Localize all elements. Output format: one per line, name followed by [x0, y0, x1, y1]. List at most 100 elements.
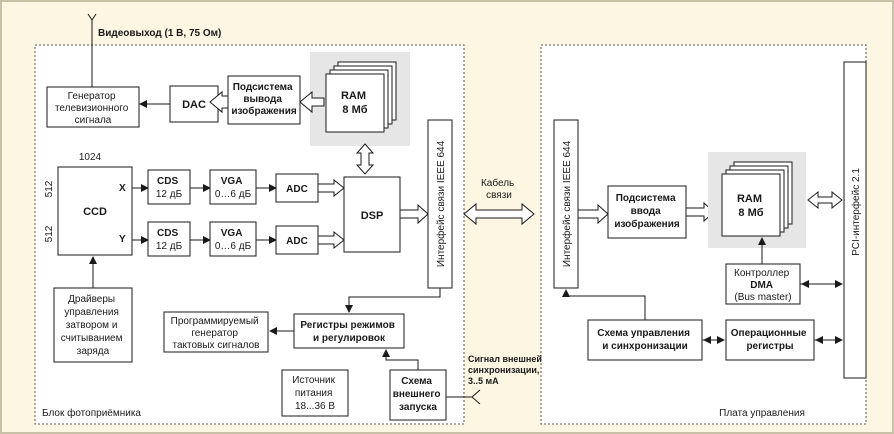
dma-line2: DMA — [750, 280, 773, 291]
svg-text:Драйверы управления за: Драйверы управления затвором и считывани… — [61, 294, 126, 357]
port-y-label: Y — [119, 234, 126, 245]
ccd-height-top: 512 — [44, 180, 55, 197]
port-x-label: X — [119, 183, 126, 194]
hollow-arrow-adc-dsp-bottom — [317, 230, 345, 250]
svg-text:Источник питания 18...: Источник питания 18...36 В — [292, 375, 337, 412]
hollow-arrow-ram-to-subsys — [299, 90, 325, 114]
drivers-line1: Драйверы — [68, 294, 115, 305]
dsp-box — [343, 176, 401, 253]
cable-line1: Кабель — [481, 177, 514, 189]
op-regs-box — [725, 319, 815, 361]
ext-start-box — [389, 369, 447, 421]
cds-bottom-label: CDS — [157, 228, 178, 239]
arrow-controlsync-ieee — [562, 289, 646, 320]
power-line2: питания — [295, 388, 333, 399]
prog-gen-box — [163, 311, 269, 353]
hollow-arrow-adc-dsp-top — [317, 178, 345, 198]
svg-text:Кабель связи: Кабель связи — [481, 177, 517, 201]
subsys-out-line3: изображения — [231, 105, 297, 117]
ext-start-line1: Схема — [401, 376, 432, 387]
svg-text:Регистры режимов и регулир: Регистры режимов и регулировок — [300, 320, 397, 344]
svg-text:Генератор телевизионного: Генератор телевизионного сигнала — [55, 91, 131, 126]
subsys-out-box — [227, 75, 301, 125]
regs-modes-line2: и регулировок — [313, 333, 386, 344]
svg-text:Сигнал внешней синхронизац: Сигнал внешней синхронизации, 3..5 мА — [468, 354, 544, 386]
svg-text:Схема внешнего запуска: Схема внешнего запуска — [393, 376, 444, 413]
tv-generator-line2: телевизионного — [55, 103, 129, 114]
control-board-label: Плата управления — [719, 408, 805, 419]
dac-label: DAC — [182, 99, 206, 111]
prog-gen-line3: тактовых сигналов — [173, 340, 260, 351]
pci-box — [843, 61, 867, 379]
adc-bottom-label: ADC — [286, 236, 308, 247]
tv-generator-line1: Генератор — [68, 91, 116, 102]
control-board-frame — [540, 44, 867, 425]
ext-sync-connector-icon — [446, 389, 481, 405]
arrow-extstart-regs — [382, 349, 419, 370]
drivers-line3: затвором и — [66, 320, 118, 331]
hollow-arrow-cable — [463, 202, 535, 226]
hollow-arrow-subsys-to-dac — [209, 90, 229, 114]
control-sync-line1: Схема управления — [597, 328, 690, 339]
regs-modes-line1: Регистры режимов — [300, 320, 394, 331]
svg-text:RAM 8 Мб: RAM 8 Мб — [737, 193, 765, 219]
dma-line3: (Bus master) — [734, 292, 791, 303]
vga-bottom-box — [209, 221, 257, 257]
ccd-width-label: 1024 — [79, 152, 102, 163]
antenna-icon — [87, 13, 97, 87]
vga-top-box — [209, 169, 257, 205]
cds-bottom-gain: 12 дБ — [156, 241, 183, 252]
ext-start-line2: внешнего — [393, 389, 441, 400]
dac-box — [169, 85, 219, 123]
tv-generator-line3: сигнала — [75, 115, 112, 126]
drivers-box — [53, 287, 133, 363]
ieee-right-label: Интерфейс связи IEEE 644 — [561, 140, 573, 267]
vga-top-label: VGA — [221, 176, 243, 187]
camera-block-label: Блок фотоприёмника — [42, 407, 141, 419]
prog-gen-line2: генератор — [191, 328, 238, 339]
cds-top-label: CDS — [157, 176, 178, 187]
ccd-height-bottom: 512 — [44, 225, 55, 242]
power-line3: 18...36 В — [295, 401, 335, 412]
ram-left-size: 8 Мб — [342, 104, 367, 116]
ccd-label: CCD — [83, 206, 107, 218]
vga-bottom-label: VGA — [221, 228, 243, 239]
dma-box — [725, 263, 801, 305]
ram-left-card-front — [325, 73, 385, 133]
svg-text:Операционные регистры: Операционные регистры — [731, 328, 809, 352]
arrow-ieee-regs — [345, 288, 441, 313]
dsp-label: DSP — [361, 210, 384, 222]
subsys-out-line2: вывода — [243, 94, 282, 105]
vga-top-gain: 0…6 дБ — [215, 189, 252, 200]
tv-generator-box — [46, 86, 140, 128]
svg-text:Контроллер DMA (Bus ma: Контроллер DMA (Bus master) — [734, 268, 792, 303]
cable-line2: связи — [486, 190, 512, 201]
ram-right-label: RAM — [737, 193, 762, 205]
ieee-right-box — [553, 119, 579, 289]
ram-left-label: RAM — [341, 90, 366, 102]
subsys-in-line3: изображения — [614, 218, 680, 230]
pci-label: PCI-интерфейс 2.1 — [850, 168, 862, 256]
svg-text:VGA 0…6 дБ: VGA 0…6 дБ — [215, 176, 252, 200]
ext-start-line3: запуска — [399, 402, 437, 413]
power-box — [281, 369, 349, 417]
ext-sync-line1: Сигнал внешней — [468, 354, 542, 364]
svg-text:CDS 12 дБ: CDS 12 дБ — [156, 176, 183, 200]
drivers-line2: управления — [64, 307, 119, 318]
ram-right-card-front — [721, 173, 781, 237]
prog-gen-line1: Программируемый — [171, 316, 259, 327]
hollow-arrow-ram-pci — [807, 190, 843, 210]
dma-line1: Контроллер — [734, 268, 790, 279]
ieee-left-label: Интерфейс связи IEEE 644 — [435, 140, 447, 267]
regs-modes-box — [293, 313, 405, 349]
svg-text:Схема управления и синхрон: Схема управления и синхронизации — [597, 328, 692, 352]
drivers-line4: считыванием — [61, 333, 123, 344]
adc-bottom-box — [275, 225, 319, 255]
svg-text:Подсистема вывода изоб: Подсистема вывода изображения — [231, 82, 297, 117]
adc-top-label: ADC — [286, 184, 308, 195]
subsys-in-line1: Подсистема — [616, 193, 676, 204]
vga-bottom-gain: 0…6 дБ — [215, 241, 252, 252]
ccd-box — [57, 166, 133, 256]
